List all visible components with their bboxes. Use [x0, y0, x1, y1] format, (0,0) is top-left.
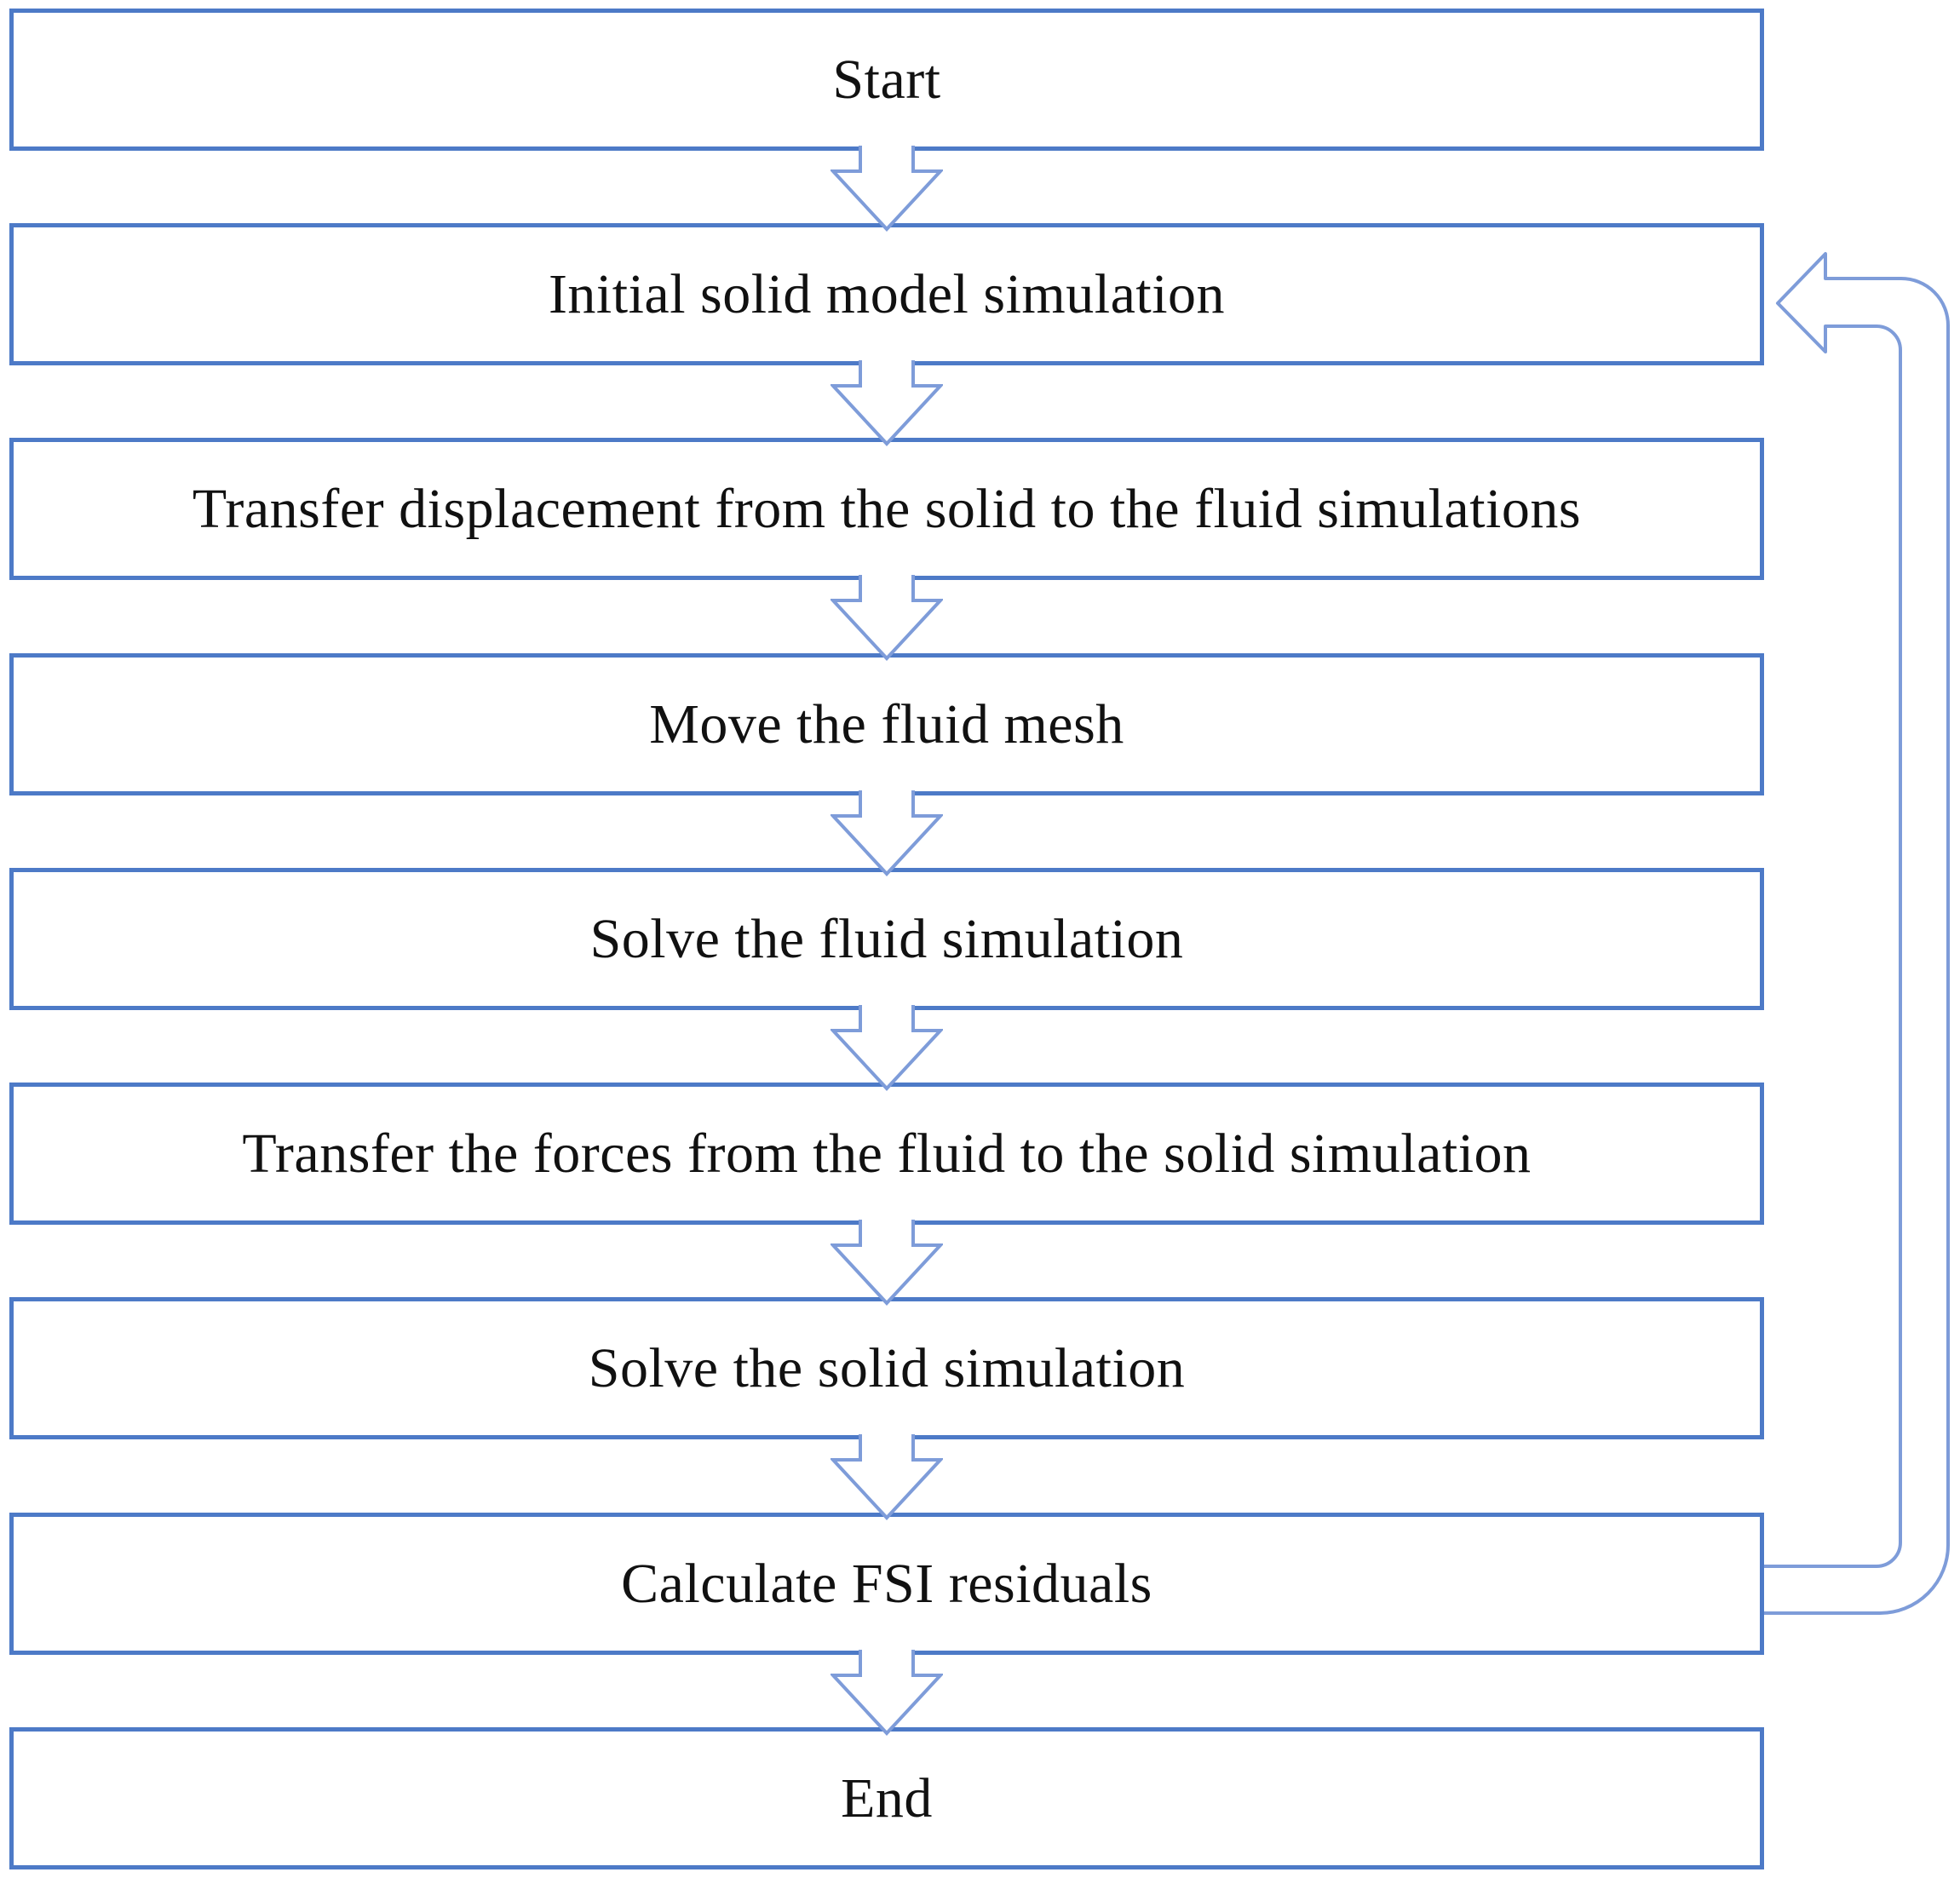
flow-node-start: Start	[9, 9, 1764, 151]
flow-node-transfer-displacement-label: Transfer displacement from the solid to …	[192, 477, 1582, 540]
flow-node-solve-solid-simulation: Solve the solid simulation	[9, 1297, 1764, 1439]
down-arrow-icon-residuals-to-end	[831, 1650, 943, 1736]
flow-node-solve-fluid-simulation: Solve the fluid simulation	[9, 868, 1764, 1010]
flow-node-move-fluid-mesh-label: Move the fluid mesh	[649, 692, 1124, 755]
down-arrow-icon-transfer-forces-to-solve-solid	[831, 1220, 943, 1306]
down-arrow-icon-solve-fluid-to-transfer-forces	[831, 1005, 943, 1091]
flow-node-transfer-forces-label: Transfer the forces from the fluid to th…	[242, 1122, 1532, 1185]
feedback-loop-arrow-shape	[1758, 252, 1950, 1615]
down-arrow-icon-transfer-disp-to-move-mesh	[831, 575, 943, 661]
flow-node-initial-solid-model-simulation: Initial solid model simulation	[9, 223, 1764, 365]
flow-node-transfer-displacement: Transfer displacement from the solid to …	[9, 438, 1764, 580]
down-arrow-icon-start-to-initial	[831, 146, 943, 232]
flow-node-end-label: End	[841, 1766, 933, 1829]
flow-node-transfer-forces: Transfer the forces from the fluid to th…	[9, 1083, 1764, 1225]
flow-node-calculate-fsi-residuals: Calculate FSI residuals	[9, 1513, 1764, 1655]
flow-node-calculate-fsi-residuals-label: Calculate FSI residuals	[621, 1552, 1152, 1615]
down-arrow-icon-move-mesh-to-solve-fluid	[831, 790, 943, 876]
flow-node-end: End	[9, 1727, 1764, 1869]
flow-node-start-label: Start	[832, 48, 941, 111]
flow-node-solve-solid-simulation-label: Solve the solid simulation	[588, 1336, 1186, 1399]
flow-node-move-fluid-mesh: Move the fluid mesh	[9, 653, 1764, 795]
flow-node-initial-solid-model-simulation-label: Initial solid model simulation	[548, 262, 1226, 325]
flow-node-solve-fluid-simulation-label: Solve the fluid simulation	[589, 907, 1184, 970]
down-arrow-icon-solve-solid-to-residuals	[831, 1434, 943, 1520]
down-arrow-icon-initial-to-transfer-disp	[831, 360, 943, 446]
